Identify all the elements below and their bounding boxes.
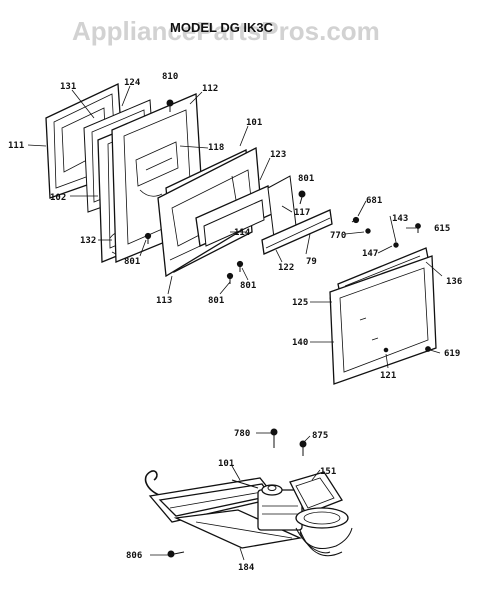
model-caption: MODEL DG IK3C xyxy=(170,20,274,35)
latch-motor xyxy=(257,484,303,531)
label-151: 151 xyxy=(320,467,336,477)
label-114: 114 xyxy=(234,228,251,238)
screw-806 xyxy=(167,550,185,558)
vent-channel xyxy=(195,175,273,247)
label-140: 140 xyxy=(292,338,308,348)
label-117: 117 xyxy=(294,208,310,218)
screw-619 xyxy=(425,346,431,352)
door-trim-bar xyxy=(261,209,333,255)
watermark-text: AppliancePartsPros.com xyxy=(72,16,380,46)
label-801-d: 801 xyxy=(240,281,256,291)
label-681: 681 xyxy=(366,196,382,206)
screw-770 xyxy=(365,228,371,234)
label-770: 770 xyxy=(330,231,346,241)
label-143: 143 xyxy=(392,214,408,224)
screw-121 xyxy=(383,347,389,353)
screw-801c xyxy=(236,260,244,272)
label-111: 111 xyxy=(8,141,24,151)
screw-875 xyxy=(299,440,307,456)
label-131: 131 xyxy=(60,82,76,92)
label-112: 112 xyxy=(202,84,218,94)
outer-glass-panel xyxy=(329,255,437,385)
label-125: 125 xyxy=(292,298,308,308)
screw-681 xyxy=(351,216,360,224)
label-801-c: 801 xyxy=(208,296,224,306)
label-118: 118 xyxy=(208,143,224,153)
label-184: 184 xyxy=(238,563,255,573)
screw-810 xyxy=(166,99,174,112)
label-801-a: 801 xyxy=(298,174,314,184)
label-136: 136 xyxy=(446,277,462,287)
label-121: 121 xyxy=(380,371,396,381)
label-810: 810 xyxy=(162,72,178,82)
label-132: 132 xyxy=(80,236,96,246)
label-147: 147 xyxy=(362,249,378,259)
label-79: 79 xyxy=(306,257,317,267)
latch-assembly: 780 875 101 151 806 184 xyxy=(126,428,353,573)
label-875: 875 xyxy=(312,431,328,441)
screw-615 xyxy=(415,223,421,233)
label-619: 619 xyxy=(444,349,460,359)
leader-lines-upper xyxy=(27,85,443,369)
screw-801a xyxy=(298,190,306,205)
label-615: 615 xyxy=(434,224,450,234)
screw-780 xyxy=(270,428,278,448)
switch-housing xyxy=(289,471,343,515)
label-806: 806 xyxy=(126,551,142,561)
door-assembly: 131 124 810 112 111 118 101 102 123 801 … xyxy=(8,72,462,385)
label-102: 102 xyxy=(50,193,66,203)
label-113: 113 xyxy=(156,296,172,306)
label-780: 780 xyxy=(234,429,250,439)
label-123: 123 xyxy=(270,150,286,160)
label-124: 124 xyxy=(124,78,141,88)
screw-801d xyxy=(226,272,234,284)
screw-147 xyxy=(393,242,399,248)
screw-801b xyxy=(144,232,152,244)
label-101-lower: 101 xyxy=(218,459,234,469)
label-101-upper: 101 xyxy=(246,118,262,128)
label-801-b: 801 xyxy=(124,257,140,267)
label-122: 122 xyxy=(278,263,294,273)
